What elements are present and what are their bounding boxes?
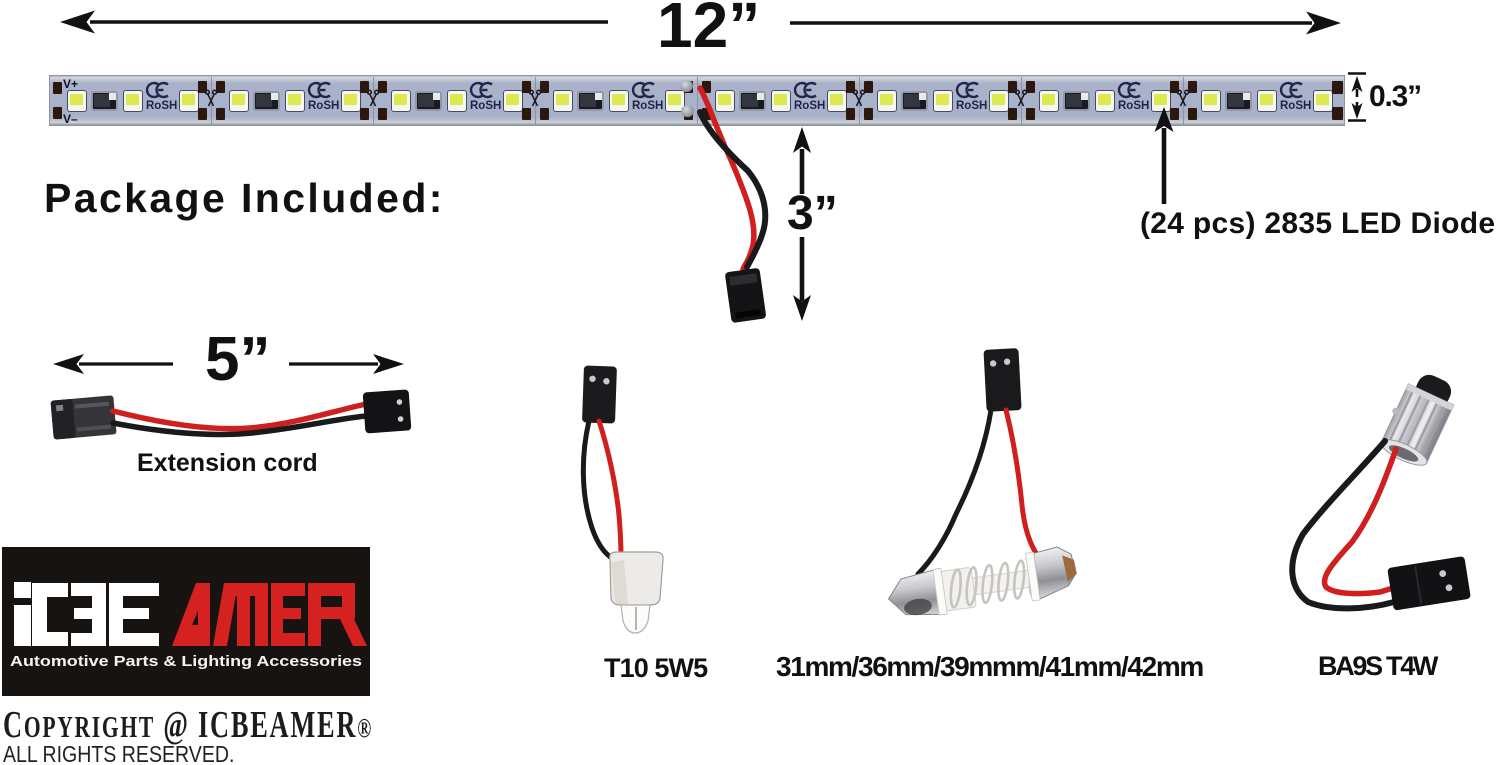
svg-text:Automotive Parts & Lighting Ac: Automotive Parts & Lighting Accessories — [10, 653, 362, 670]
